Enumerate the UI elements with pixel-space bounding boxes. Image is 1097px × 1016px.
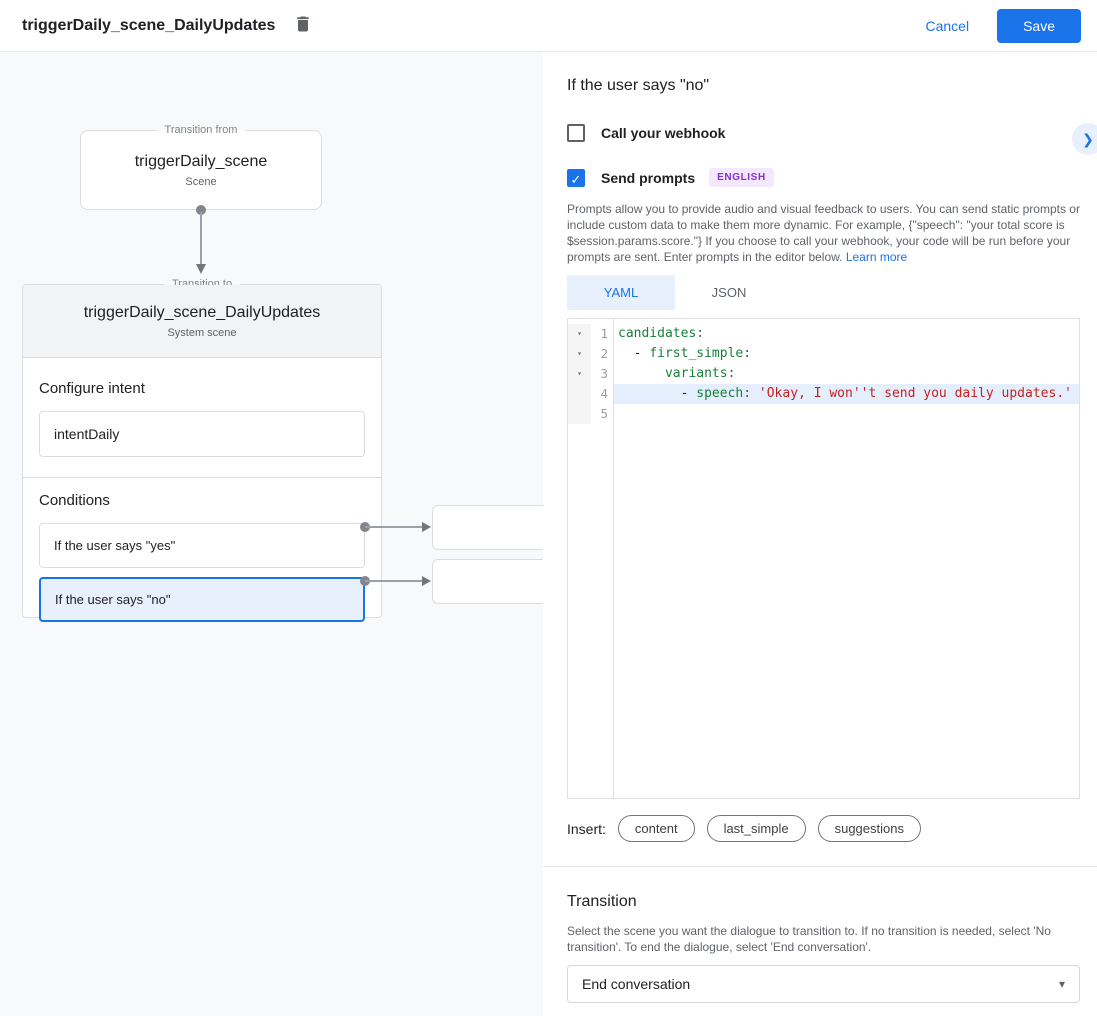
condition-editor-panel: If the user says "no" ❯ Call your webhoo… [543,52,1097,1016]
connector-dot [196,205,206,215]
fold-spacer [568,384,591,404]
code-line-1: candidates: [614,324,1079,344]
transition-from-legend: Transition from [156,124,246,137]
fold-toggle-icon[interactable]: ▾ [568,364,591,384]
yaml-plain: - [618,386,697,401]
line-number: 3 [600,366,608,381]
panel-section-divider [543,866,1097,867]
yaml-plain [618,366,665,381]
condition-item-no[interactable]: If the user says "no" [39,577,365,622]
to-scene-header[interactable]: triggerDaily_scene_DailyUpdates System s… [23,285,381,358]
transition-heading: Transition [567,893,637,910]
transition-to-node: Transition to triggerDaily_scene_DailyUp… [22,278,382,622]
insert-row: Insert: content last_simple suggestions [567,815,1080,842]
condition-item-yes[interactable]: If the user says "yes" [39,523,365,568]
yaml-key: speech [696,386,744,401]
line-number: 2 [600,346,608,361]
insert-suggestions-button[interactable]: suggestions [817,815,921,842]
yaml-key: first_simple [649,346,744,361]
line-number: 1 [600,326,608,341]
send-prompts-checkbox[interactable]: ✓ [567,168,585,187]
fold-toggle-icon[interactable]: ▾ [568,344,591,364]
tab-yaml[interactable]: YAML [567,275,675,310]
yaml-punc: : [727,366,736,381]
top-bar: triggerDaily_scene_DailyUpdates Cancel S… [0,0,1097,52]
prompt-code-editor[interactable]: ▾ 1 ▾ 2 ▾ 3 4 5 candidates: - first_simple:… [567,318,1080,799]
transition-from-node[interactable]: Transition from triggerDaily_scene Scene [80,124,322,210]
prompts-description-text: Prompts allow you to provide audio and v… [567,202,1080,264]
yaml-string: 'Okay, I won''t send you daily updates.' [758,386,1072,401]
node-section-divider [23,477,381,478]
prompts-row: ✓ Send prompts ENGLISH [567,168,1080,187]
connector-line [365,526,423,528]
yaml-punc: : [696,326,705,341]
delete-scene-button[interactable] [293,13,313,38]
code-line-3: variants: [614,364,1079,384]
yaml-punc: : [743,386,759,401]
transition-target-box[interactable] [432,505,543,550]
code-area[interactable]: candidates: - first_simple: variants: - … [614,319,1079,798]
send-prompts-label: Send prompts [601,169,696,186]
from-scene-name: triggerDaily_scene [134,152,268,170]
yaml-punc: : [743,346,752,361]
intent-item[interactable]: intentDaily [39,411,365,457]
yaml-plain: - [618,346,650,361]
editor-format-tabs: YAML JSON [567,275,1080,310]
code-line-5 [614,404,1079,424]
chevron-right-icon: ❯ [1082,131,1094,147]
connector-arrowhead [422,576,431,586]
cancel-button[interactable]: Cancel [913,10,981,42]
line-number: 5 [600,406,608,421]
language-badge: ENGLISH [709,168,774,187]
code-line-2: - first_simple: [614,344,1079,364]
to-scene-name: triggerDaily_scene_DailyUpdates [83,303,321,321]
panel-title: If the user says "no" [567,77,710,94]
transition-select-value: End conversation [582,976,691,992]
transition-target-box[interactable] [432,559,543,604]
fold-toggle-icon[interactable]: ▾ [568,324,591,344]
call-webhook-checkbox[interactable] [567,124,585,142]
insert-content-button[interactable]: content [617,815,695,842]
connector-line [365,580,423,582]
save-button[interactable]: Save [997,8,1081,43]
configure-intent-label: Configure intent [39,380,145,397]
connector-arrowhead [196,264,206,274]
to-scene-type: System scene [167,326,237,339]
insert-last-simple-button[interactable]: last_simple [706,815,806,842]
conditions-label: Conditions [39,492,110,509]
yaml-key: candidates [618,326,697,341]
fold-spacer [568,404,591,424]
code-line-4-highlighted: - speech: 'Okay, I won''t send you daily… [614,384,1079,404]
caret-down-icon: ▾ [1058,977,1065,991]
prompts-description: Prompts allow you to provide audio and v… [567,201,1080,265]
yaml-key: variants [664,366,728,381]
transition-description: Select the scene you want the dialogue t… [567,924,1051,954]
tab-json[interactable]: JSON [711,285,747,300]
webhook-row: Call your webhook [567,124,1080,142]
editor-gutter: ▾ 1 ▾ 2 ▾ 3 4 5 [568,319,614,798]
learn-more-link[interactable]: Learn more [845,250,908,264]
line-number: 4 [600,386,608,401]
insert-label: Insert: [567,820,606,837]
from-scene-type: Scene [185,175,217,188]
call-webhook-label: Call your webhook [601,125,726,141]
page-title: triggerDaily_scene_DailyUpdates [22,16,276,34]
connector-line [200,212,202,264]
collapse-panel-button[interactable]: ❯ [1072,123,1097,155]
connector-arrowhead [422,522,431,532]
scene-diagram-canvas: Transition from triggerDaily_scene Scene… [0,52,543,1016]
transition-select[interactable]: End conversation ▾ [567,965,1080,1003]
trash-icon [293,13,313,38]
